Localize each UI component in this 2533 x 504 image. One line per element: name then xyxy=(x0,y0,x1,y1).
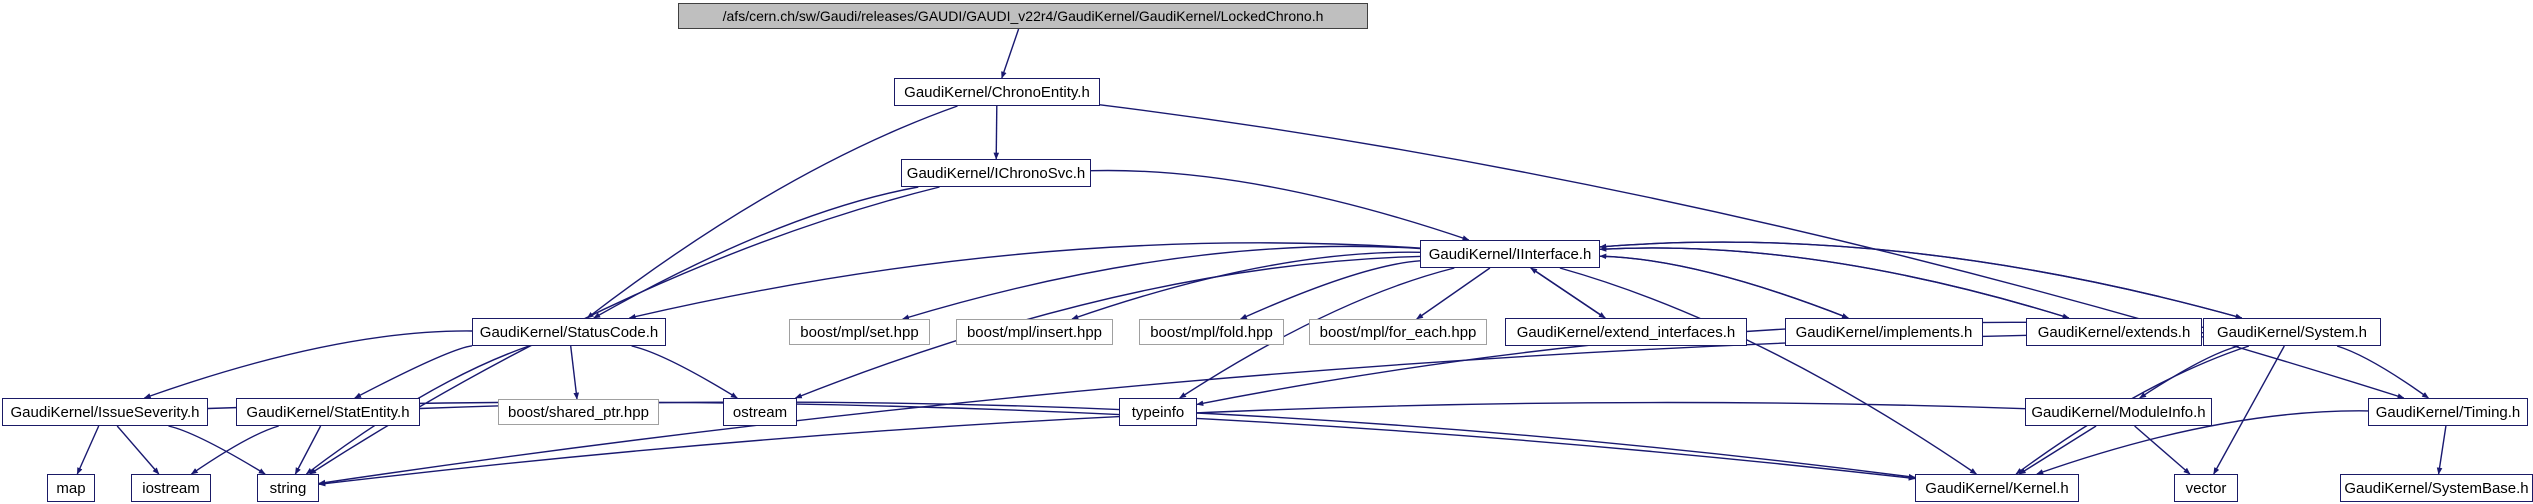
graph-node-label: GaudiKernel/ChronoEntity.h xyxy=(904,83,1090,101)
graph-node-label: GaudiKernel/extends.h xyxy=(2037,323,2191,341)
graph-node-vector[interactable]: vector xyxy=(2174,474,2238,502)
graph-node-label: ostream xyxy=(732,403,788,421)
graph-edge-chronoentity-to-timing xyxy=(1099,104,2405,399)
graph-node-systembase[interactable]: GaudiKernel/SystemBase.h xyxy=(2340,474,2533,502)
graph-node-label: GaudiKernel/IInterface.h xyxy=(1428,245,1592,263)
graph-node-label: GaudiKernel/Kernel.h xyxy=(1925,479,2069,497)
graph-edge-iinterface-to-typeinfo xyxy=(1179,267,1455,399)
graph-edge-system-to-vector xyxy=(2213,345,2285,475)
graph-edge-system-to-iinterface xyxy=(1599,241,2242,319)
graph-node-system[interactable]: GaudiKernel/System.h xyxy=(2203,318,2381,346)
graph-edge-system-to-kernel xyxy=(2015,345,2250,475)
graph-edge-moduleinfo-to-vector xyxy=(2134,425,2191,475)
graph-edge-iinterface-to-implements xyxy=(1599,255,1849,319)
graph-node-typeinfo[interactable]: typeinfo xyxy=(1119,398,1197,426)
graph-node-chronoentity[interactable]: GaudiKernel/ChronoEntity.h xyxy=(894,78,1100,106)
graph-edge-issueseverity-to-map xyxy=(76,425,100,475)
graph-edge-statuscode-to-string xyxy=(305,345,530,475)
graph-node-root[interactable]: /afs/cern.ch/sw/Gaudi/releases/GAUDI/GAU… xyxy=(678,3,1368,29)
graph-node-label: GaudiKernel/SystemBase.h xyxy=(2344,479,2529,497)
graph-edge-timing-to-kernel xyxy=(2036,410,2369,475)
graph-node-implements[interactable]: GaudiKernel/implements.h xyxy=(1785,318,1983,346)
graph-edge-statentity-to-iostream xyxy=(190,425,279,475)
graph-node-label: GaudiKernel/Timing.h xyxy=(2375,403,2521,421)
graph-node-label: GaudiKernel/StatEntity.h xyxy=(246,403,410,421)
graph-edge-moduleinfo-to-kernel xyxy=(2018,425,2097,475)
graph-edge-iinterface-to-mpl_insert xyxy=(1071,251,1421,320)
graph-edge-issueseverity-to-kernel xyxy=(207,401,1916,481)
graph-node-label: typeinfo xyxy=(1131,403,1185,421)
graph-node-label: boost/mpl/set.hpp xyxy=(800,323,919,341)
graph-edge-issueseverity-to-string xyxy=(168,425,266,475)
graph-edge-iinterface-to-kernel xyxy=(1559,267,1977,475)
graph-edge-iinterface-to-mpl_set xyxy=(902,245,1421,320)
graph-node-string[interactable]: string xyxy=(257,474,319,502)
graph-node-label: boost/mpl/fold.hpp xyxy=(1150,323,1273,341)
graph-node-moduleinfo[interactable]: GaudiKernel/ModuleInfo.h xyxy=(2025,398,2212,426)
graph-edge-iinterface-to-ostream xyxy=(794,255,1421,399)
graph-edge-statentity-to-string xyxy=(294,425,322,475)
graph-node-label: GaudiKernel/extend_interfaces.h xyxy=(1516,323,1736,341)
graph-node-kernel[interactable]: GaudiKernel/Kernel.h xyxy=(1915,474,2079,502)
graph-edge-timing-to-systembase xyxy=(2436,425,2447,475)
graph-edge-iinterface-to-mpl_fold xyxy=(1239,260,1421,320)
graph-edge-implements-to-iinterface xyxy=(1599,253,1849,319)
graph-node-label: GaudiKernel/IChronoSvc.h xyxy=(906,164,1086,182)
graph-node-label: GaudiKernel/StatusCode.h xyxy=(479,323,659,341)
graph-node-label: GaudiKernel/implements.h xyxy=(1795,323,1973,341)
graph-edge-statuscode-to-issueseverity xyxy=(143,330,473,399)
graph-edge-statuscode-to-ostream xyxy=(631,345,738,399)
graph-node-ostream[interactable]: ostream xyxy=(723,398,797,426)
graph-node-ichronosvc[interactable]: GaudiKernel/IChronoSvc.h xyxy=(901,159,1091,187)
graph-node-label: vector xyxy=(2185,479,2227,497)
graph-edge-issueseverity-to-iostream xyxy=(116,425,160,475)
graph-edge-statuscode-to-shared_ptr xyxy=(570,345,580,400)
graph-node-label: iostream xyxy=(142,479,200,497)
graph-node-issueseverity[interactable]: GaudiKernel/IssueSeverity.h xyxy=(2,398,208,426)
graph-node-timing[interactable]: GaudiKernel/Timing.h xyxy=(2368,398,2528,426)
graph-node-label: boost/mpl/insert.hpp xyxy=(966,323,1103,341)
graph-edge-iinterface-to-statuscode xyxy=(628,242,1421,320)
graph-node-label: GaudiKernel/System.h xyxy=(2216,323,2368,341)
graph-node-shared_ptr[interactable]: boost/shared_ptr.hpp xyxy=(498,399,659,425)
graph-edge-extends-to-iinterface xyxy=(1599,246,2070,319)
graph-edge-iinterface-to-extends xyxy=(1599,247,2070,319)
graph-node-statentity[interactable]: GaudiKernel/StatEntity.h xyxy=(236,398,420,426)
graph-node-iostream[interactable]: iostream xyxy=(131,474,211,502)
graph-node-statuscode[interactable]: GaudiKernel/StatusCode.h xyxy=(472,318,666,346)
graph-edge-system-to-moduleinfo xyxy=(2139,345,2239,399)
graph-edge-extend_interfaces-to-iinterface xyxy=(1530,267,1606,319)
graph-edge-chronoentity-to-statuscode xyxy=(586,105,958,319)
graph-edge-statuscode-to-statentity xyxy=(354,345,473,399)
graph-node-iinterface[interactable]: GaudiKernel/IInterface.h xyxy=(1420,240,1600,268)
graph-node-mpl_insert[interactable]: boost/mpl/insert.hpp xyxy=(956,319,1113,345)
graph-node-mpl_for_each[interactable]: boost/mpl/for_each.hpp xyxy=(1309,319,1487,345)
graph-node-label: map xyxy=(56,479,86,497)
graph-node-extends[interactable]: GaudiKernel/extends.h xyxy=(2026,318,2202,346)
graph-edge-chronoentity-to-ichronosvc xyxy=(993,105,1000,160)
graph-node-label: GaudiKernel/IssueSeverity.h xyxy=(10,403,200,421)
graph-node-label: boost/shared_ptr.hpp xyxy=(508,403,649,421)
graph-edge-system-to-timing xyxy=(2336,345,2429,399)
graph-node-mpl_set[interactable]: boost/mpl/set.hpp xyxy=(789,319,930,345)
graph-node-map[interactable]: map xyxy=(47,474,95,502)
graph-node-label: GaudiKernel/ModuleInfo.h xyxy=(2031,403,2206,421)
graph-node-mpl_fold[interactable]: boost/mpl/fold.hpp xyxy=(1139,319,1284,345)
graph-edge-root-to-chronoentity xyxy=(1001,28,1020,79)
graph-node-label: boost/mpl/for_each.hpp xyxy=(1319,323,1477,341)
graph-edge-iinterface-to-mpl_for_each xyxy=(1416,267,1491,320)
graph-node-label: string xyxy=(269,479,307,497)
graph-edge-ichronosvc-to-iinterface xyxy=(1090,169,1470,241)
graph-node-extend_interfaces[interactable]: GaudiKernel/extend_interfaces.h xyxy=(1505,318,1747,346)
graph-node-label: /afs/cern.ch/sw/Gaudi/releases/GAUDI/GAU… xyxy=(722,8,1324,24)
